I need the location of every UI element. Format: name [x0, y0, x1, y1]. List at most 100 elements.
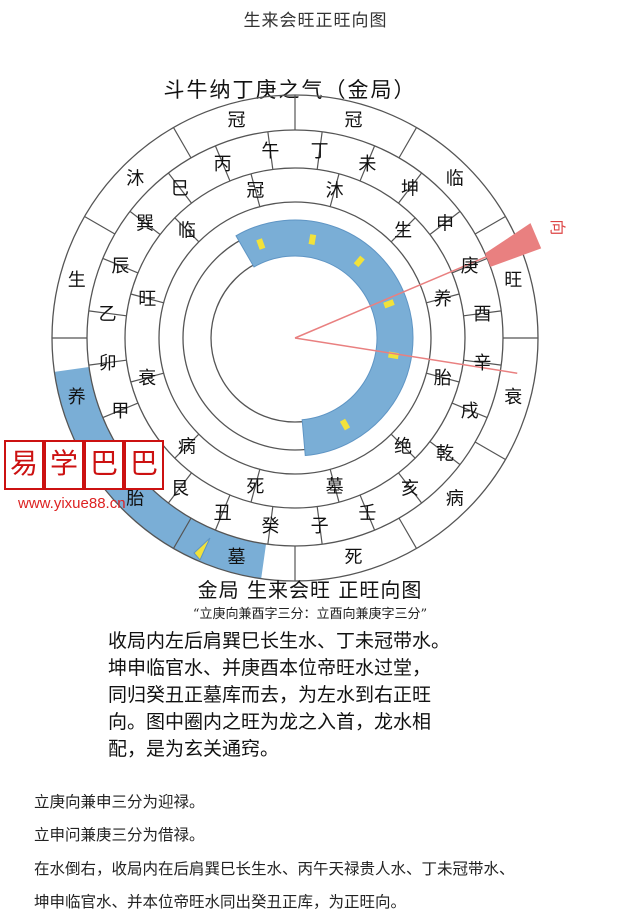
ring-divider — [463, 359, 502, 366]
outer-ring-label: 冠 — [344, 110, 362, 131]
direction-label: 向 — [548, 219, 567, 235]
ring-divider — [250, 469, 261, 503]
ring-divider — [390, 433, 416, 459]
middle-ring-label: 巽 — [136, 213, 154, 234]
watermark-char: 巴 — [84, 440, 124, 490]
middle-ring-label: 坤 — [401, 179, 419, 200]
diagram-note: “立庚向兼酉字三分：立酉向兼庚字三分” — [192, 607, 428, 622]
description-line: 配，是为玄关通窍。 — [108, 738, 280, 760]
inner-ring-label: 病 — [178, 437, 196, 458]
outer-ring-label: 冠 — [228, 110, 246, 131]
ring-divider — [429, 210, 461, 235]
ring-divider — [316, 506, 323, 545]
inner-ring-label: 冠 — [246, 181, 264, 202]
flow-arrow — [383, 299, 395, 309]
inner-ring-label: 绝 — [394, 437, 412, 458]
middle-ring-label: 未 — [358, 154, 376, 175]
diagram-title: 斗牛纳丁庚之气（金局） — [163, 78, 417, 102]
ring-circle — [124, 167, 466, 509]
middle-ring-label: 亥 — [401, 478, 419, 499]
ring-divider — [102, 257, 139, 274]
ring-divider — [174, 433, 200, 459]
middle-ring-label: 乙 — [99, 304, 117, 325]
description-line: 同归癸丑正墓库而去，为左水到右正旺 — [108, 684, 432, 706]
outer-ring-label: 衰 — [504, 387, 522, 408]
outer-ring-label: 胎 — [126, 488, 144, 509]
middle-ring-label: 申 — [436, 213, 454, 234]
ring-divider — [130, 293, 164, 304]
ring-divider — [174, 217, 200, 243]
outer-ring-label: 死 — [344, 547, 362, 568]
inner-ring-label: 胎 — [434, 368, 452, 389]
watermark-url: www.yixue88.cn — [18, 495, 126, 512]
paragraph: 坤申临官水、并本位帝旺水同出癸丑正库，为正旺向。 — [34, 893, 407, 911]
middle-ring-label: 卯 — [99, 353, 117, 374]
watermark-char: 学 — [44, 440, 84, 490]
middle-ring-label: 午 — [261, 141, 279, 162]
middle-ring-label: 壬 — [358, 503, 376, 524]
ring-divider — [267, 506, 274, 545]
paragraph: 立庚向兼申三分为迎禄。 — [34, 793, 205, 811]
ring-circle — [158, 201, 432, 475]
ring-divider — [214, 145, 231, 182]
exit-arrow — [193, 537, 211, 561]
description-line: 收局内左后肩巽巳长生水、丁未冠带水。 — [108, 630, 451, 652]
watermark-char: 易 — [4, 440, 44, 490]
outer-ring-label: 生 — [68, 270, 86, 291]
inner-ring-label: 旺 — [138, 289, 156, 310]
middle-ring-label: 辰 — [111, 256, 129, 277]
compass-labels: 冠沐生养胎墓死病衰旺临冠丁午丙巳巽辰乙卯甲寅艮丑癸子壬亥乾戌辛酉庚申坤未冠临旺衰… — [68, 110, 567, 568]
water-channel — [235, 219, 414, 457]
ring-divider — [398, 517, 418, 549]
inner-ring-label: 死 — [246, 476, 264, 497]
middle-ring-label: 乾 — [436, 444, 454, 465]
middle-ring-label: 巳 — [171, 179, 189, 200]
ring-divider — [102, 402, 139, 419]
outer-ring-label: 养 — [68, 387, 86, 408]
middle-ring-label: 辛 — [473, 353, 491, 374]
flow-arrow — [353, 255, 365, 268]
watermark-char: 巴 — [124, 440, 164, 490]
ring-divider — [130, 372, 164, 383]
inner-ring-label: 沐 — [326, 181, 344, 202]
flow-arrow — [308, 234, 317, 245]
middle-ring-label: 甲 — [111, 401, 129, 422]
middle-ring-label: 庚 — [461, 256, 479, 277]
paragraph: 在水倒右，收局内在后肩巽巳长生水、丙午天禄贵人水、丁未冠带水、 — [34, 860, 515, 878]
middle-ring-label: 艮 — [171, 478, 189, 499]
ring-divider — [84, 215, 116, 235]
ring-divider — [426, 293, 460, 304]
ring-divider — [463, 310, 502, 317]
outer-ring-label: 旺 — [504, 270, 522, 291]
ring-divider — [214, 494, 231, 531]
inner-ring-label: 临 — [178, 220, 196, 241]
description-line: 向。图中圈内之旺为龙之入首，龙水相 — [108, 711, 432, 733]
middle-ring-label: 丑 — [214, 503, 232, 524]
ring-divider — [359, 494, 376, 531]
ring-divider — [398, 172, 423, 204]
ring-divider — [329, 469, 340, 503]
middle-ring-label: 丁 — [311, 141, 329, 162]
middle-ring-label: 癸 — [261, 516, 279, 537]
ring-divider — [390, 217, 416, 243]
ring-divider — [129, 210, 161, 235]
outer-ring-label: 临 — [446, 169, 464, 190]
inner-ring-label: 墓 — [326, 476, 344, 497]
ring-divider — [172, 127, 192, 159]
ring-divider — [429, 441, 461, 466]
inner-ring-label: 生 — [394, 220, 412, 241]
ring-divider — [474, 441, 506, 461]
description-block: 收局内左后肩巽巳长生水、丁未冠带水。 坤申临官水、并庚酉本位帝旺水过堂， 同归癸… — [108, 628, 528, 763]
page-title: 生来会旺正旺向图 — [243, 11, 388, 31]
ring-divider — [167, 472, 192, 504]
diagram-caption: 金局 生来会旺 正旺向图 — [197, 578, 423, 602]
flow-arrow — [339, 418, 351, 431]
outer-ring-label: 沐 — [126, 169, 144, 190]
direction-pointer — [485, 223, 542, 267]
inner-ring-label: 衰 — [138, 368, 156, 389]
ring-divider — [398, 472, 423, 504]
ring-divider — [267, 131, 274, 170]
ring-divider — [88, 359, 127, 366]
middle-ring-label: 丙 — [214, 154, 232, 175]
middle-ring-label: 酉 — [473, 304, 491, 325]
